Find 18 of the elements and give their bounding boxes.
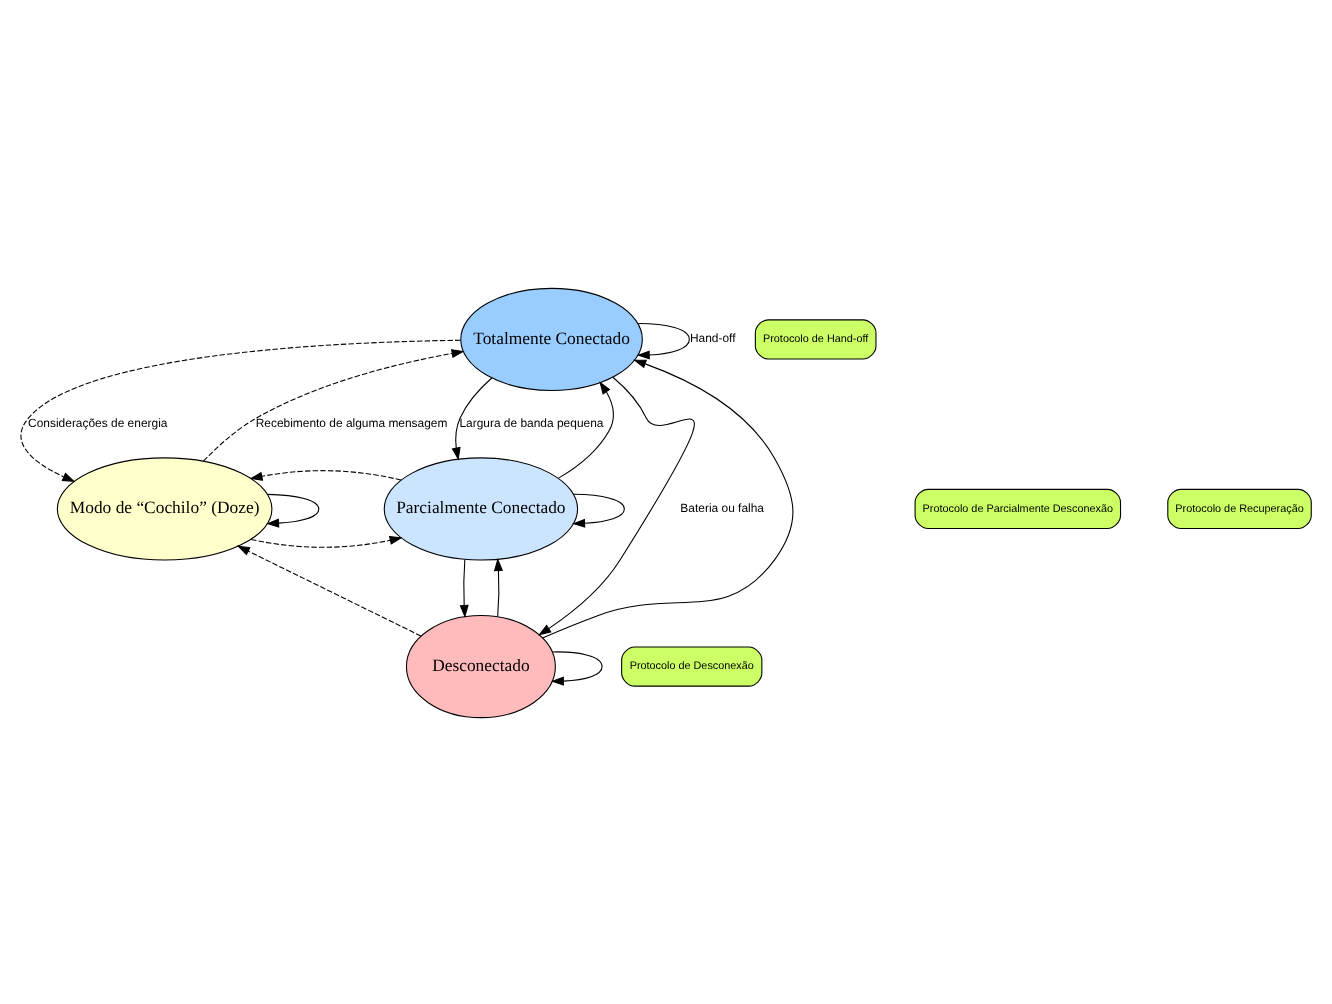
- arrow: [451, 376, 493, 460]
- arrow: [636, 322, 690, 359]
- arrow: [550, 650, 603, 685]
- node-ellipse: Modo de “Cochilo” (Doze): [56, 456, 273, 560]
- arrow: [20, 338, 461, 481]
- node-ellipse: Parcialmente Conectado: [383, 456, 579, 560]
- arrow: [249, 469, 402, 480]
- arrow: [459, 558, 469, 617]
- arrow: [250, 534, 403, 547]
- arrow: [542, 358, 794, 638]
- arrow: [538, 375, 695, 635]
- arrow: [572, 492, 625, 527]
- arrow: [493, 557, 504, 616]
- arrow: [558, 380, 614, 478]
- node-ellipse: Totalmente Conectado: [460, 286, 643, 391]
- arrow: [236, 544, 422, 636]
- arrow: [203, 348, 465, 461]
- arrow: [266, 492, 320, 527]
